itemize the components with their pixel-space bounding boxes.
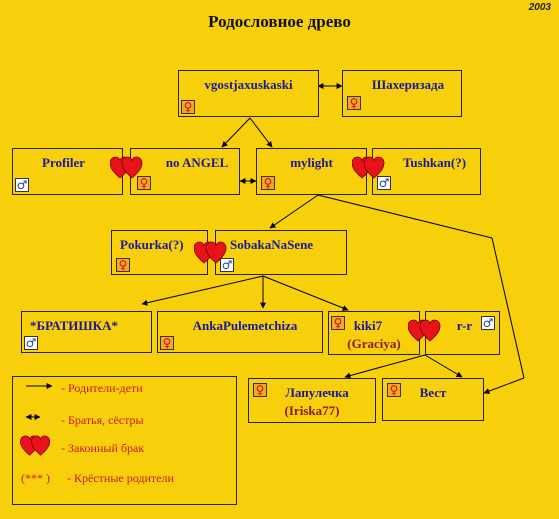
male-icon: ♂ (24, 336, 38, 350)
male-icon: ♂ (481, 316, 495, 330)
person-name: r-r (456, 318, 473, 333)
parent-child-link (491, 237, 525, 379)
female-icon: ♀ (137, 176, 151, 190)
legend-label: - Крёстные родители (67, 471, 174, 485)
legend-item-parents-children: - Родители-дети (13, 379, 236, 397)
legend-symbol: (*** ) (21, 471, 50, 485)
person-name: no ANGEL (165, 155, 229, 170)
male-icon: ♂ (15, 178, 29, 192)
female-icon: ♀ (331, 316, 345, 330)
female-icon: ♀ (160, 336, 174, 350)
parent-child-link (269, 194, 319, 229)
hearts-icon (352, 156, 385, 179)
parent-child-link (221, 117, 251, 148)
person-name: Вест (419, 385, 447, 400)
person-node-lapulechka[interactable]: Лапулечка (Iriska77) ♀ (248, 378, 376, 423)
person-node-pokurka[interactable]: Pokurka(?) ♀ (111, 230, 208, 275)
female-icon: ♀ (387, 383, 401, 397)
person-name: Лапулечка (285, 385, 349, 400)
person-name: AnkaPulemetchiza (192, 318, 298, 333)
person-name: *БРАТИШКА* (30, 318, 118, 333)
year-label: 2003 (528, 2, 551, 13)
person-node-vest[interactable]: Вест ♀ (382, 378, 484, 421)
hearts-icon (20, 435, 51, 456)
person-node-ankapulemetchiza[interactable]: AnkaPulemetchiza ♀ (157, 311, 323, 353)
parent-child-link (262, 275, 349, 311)
person-node-tushkan[interactable]: Tushkan(?) ♂ (372, 148, 481, 195)
legend: - Родители-дети - Братья, сёстры - Закон… (12, 376, 237, 505)
legend-item-godparents: (*** ) - Крёстные родители (13, 469, 236, 487)
male-icon: ♂ (220, 258, 234, 272)
hearts-icon (194, 241, 227, 264)
parent-child-link (249, 117, 273, 148)
person-node-shaherizada[interactable]: Шахеризада ♀ (342, 70, 462, 117)
person-node-no-angel[interactable]: no ANGEL ♀ (130, 148, 240, 195)
legend-label: - Родители-дети (61, 381, 143, 395)
legend-label: - Законный брак (61, 441, 145, 455)
parent-child-link (141, 275, 264, 306)
person-name: vgostjaxuskaski (204, 77, 293, 92)
parent-child-link (344, 354, 426, 379)
parent-child-link (424, 354, 463, 378)
legend-label: - Братья, сёстры (61, 413, 144, 427)
person-node-kiki7[interactable]: kiki7 (Graciya) ♀ (328, 311, 420, 355)
person-name: Profiler (42, 155, 86, 170)
person-node-bratishka[interactable]: *БРАТИШКА* ♂ (21, 311, 152, 353)
person-name: Шахеризада (371, 77, 445, 92)
person-name: Pokurka(?) (120, 237, 184, 252)
female-icon: ♀ (181, 100, 195, 114)
person-node-profiler[interactable]: Profiler ♂ (12, 148, 123, 195)
person-node-vgostjaxuskaski[interactable]: vgostjaxuskaski ♀ (178, 70, 319, 117)
person-node-r-r[interactable]: r-r ♂ (425, 311, 500, 355)
person-alias: (Graciya) (347, 336, 401, 351)
parent-child-link (483, 377, 525, 394)
page-title: Родословное древо (208, 12, 351, 31)
female-icon: ♀ (116, 258, 130, 272)
female-icon: ♀ (261, 176, 275, 190)
person-name: mylight (290, 155, 333, 170)
legend-item-marriage: - Законный брак (13, 435, 236, 457)
person-name: kiki7 (353, 318, 383, 333)
person-alias: (Iriska77) (284, 403, 340, 418)
hearts-icon (110, 156, 143, 179)
parent-child-link (317, 194, 493, 239)
hearts-icon (408, 319, 441, 342)
male-icon: ♂ (377, 176, 391, 190)
female-icon: ♀ (253, 383, 267, 397)
person-node-mylight[interactable]: mylight ♀ (256, 148, 367, 195)
person-name: Tushkan(?) (402, 155, 467, 170)
legend-item-siblings: - Братья, сёстры (13, 411, 236, 429)
person-node-sobakanasene[interactable]: SobakaNaSene ♂ (215, 230, 347, 275)
female-icon: ♀ (347, 96, 361, 110)
person-name: SobakaNaSene (230, 237, 314, 252)
